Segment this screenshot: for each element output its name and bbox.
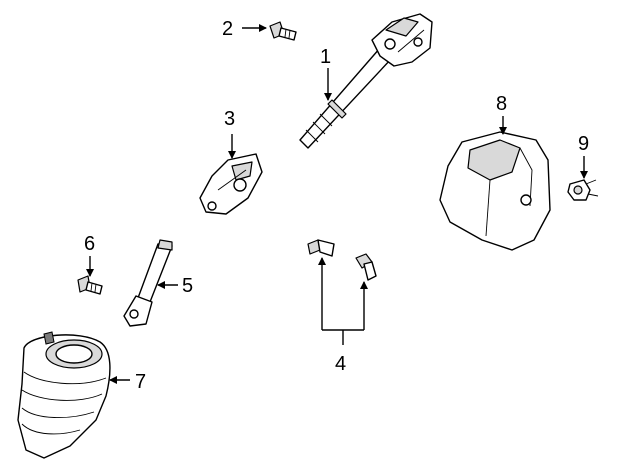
svg-text:4: 4 — [335, 353, 346, 375]
callout-6: 6 — [84, 233, 95, 277]
part-9-clip[interactable] — [567, 179, 599, 201]
part-5-lower-shaft[interactable] — [123, 239, 173, 327]
part-2-bolt[interactable] — [269, 21, 297, 41]
part-8-column-cover[interactable] — [439, 131, 551, 251]
callout-2: 2 — [222, 18, 267, 40]
callout-8: 8 — [496, 93, 507, 135]
callout-1: 1 — [320, 46, 332, 101]
part-3-universal-joint[interactable] — [199, 153, 263, 215]
svg-text:2: 2 — [222, 18, 233, 40]
callout-4: 4 — [318, 257, 368, 375]
svg-text:9: 9 — [578, 133, 589, 155]
part-4-bolt-a[interactable] — [307, 239, 335, 257]
part-6-bolt[interactable] — [77, 275, 103, 295]
part-7-boot[interactable] — [17, 331, 111, 459]
svg-text:8: 8 — [496, 93, 507, 115]
svg-text:5: 5 — [182, 275, 193, 297]
callout-9: 9 — [578, 133, 589, 179]
svg-text:6: 6 — [84, 233, 95, 255]
part-4-bolt-b[interactable] — [355, 253, 377, 281]
callout-3: 3 — [224, 108, 236, 159]
svg-text:1: 1 — [320, 46, 331, 68]
svg-text:7: 7 — [135, 371, 146, 393]
svg-text:3: 3 — [224, 108, 235, 130]
part-1-intermediate-shaft[interactable] — [299, 13, 433, 149]
callout-5: 5 — [157, 275, 193, 297]
callout-7: 7 — [109, 371, 146, 393]
